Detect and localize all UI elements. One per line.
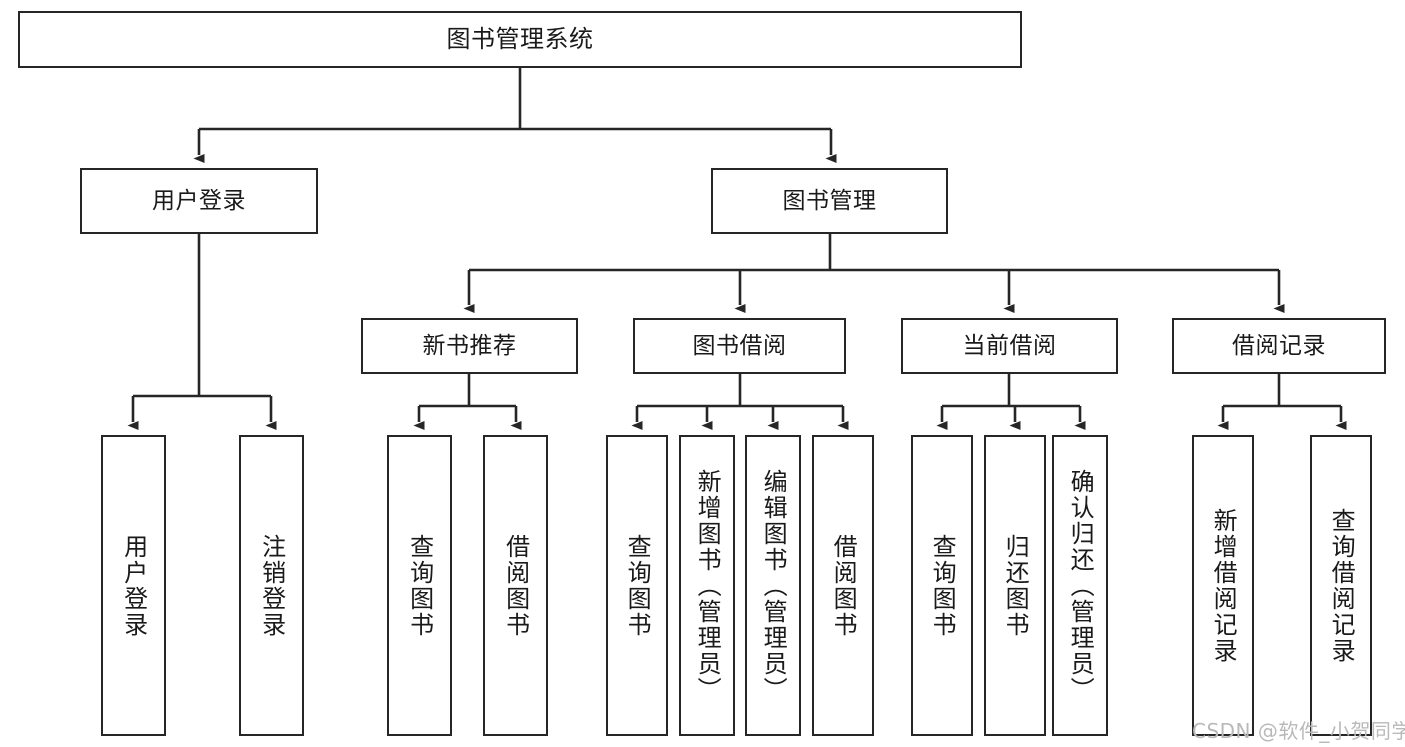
node-leaf-borrow-book-1[interactable]: 借阅图书 — [483, 435, 548, 736]
node-book-borrow[interactable]: 图书借阅 — [633, 318, 846, 374]
node-leaf-logout-label: 注销登录 — [257, 533, 286, 638]
node-leaf-query-book-3-label: 查询图书 — [928, 533, 957, 638]
csdn-watermark: CSDN @软件_小贺同学 — [1192, 719, 1405, 743]
node-leaf-query-book-3[interactable]: 查询图书 — [911, 435, 973, 736]
node-user-login-label: 用户登录 — [152, 187, 246, 214]
node-current-borrow[interactable]: 当前借阅 — [901, 318, 1118, 374]
node-root[interactable]: 图书管理系统 — [18, 11, 1022, 68]
node-leaf-confirm-return[interactable]: 确认归还（管理员） — [1052, 435, 1108, 736]
node-leaf-borrow-book-2-label: 借阅图书 — [829, 533, 858, 638]
node-book-manage-label: 图书管理 — [782, 187, 877, 214]
node-leaf-logout[interactable]: 注销登录 — [239, 435, 304, 736]
node-book-borrow-label: 图书借阅 — [692, 332, 787, 359]
node-leaf-confirm-return-label: 确认归还（管理员） — [1066, 468, 1095, 703]
node-leaf-borrow-book-2[interactable]: 借阅图书 — [812, 435, 874, 736]
node-book-manage[interactable]: 图书管理 — [711, 168, 948, 234]
node-leaf-query-book-2-label: 查询图书 — [623, 533, 652, 638]
node-leaf-query-book-1-label: 查询图书 — [405, 533, 434, 638]
node-new-book-recommend[interactable]: 新书推荐 — [361, 318, 578, 374]
node-leaf-add-book[interactable]: 新增图书（管理员） — [679, 435, 735, 736]
node-root-label: 图书管理系统 — [446, 24, 594, 53]
node-leaf-return-book-label: 归还图书 — [1001, 533, 1030, 638]
node-leaf-query-record-label: 查询借阅记录 — [1327, 507, 1356, 664]
node-leaf-borrow-book-1-label: 借阅图书 — [501, 533, 530, 638]
node-leaf-query-book-1[interactable]: 查询图书 — [387, 435, 452, 736]
node-new-book-recommend-label: 新书推荐 — [422, 332, 517, 359]
node-leaf-edit-book[interactable]: 编辑图书（管理员） — [745, 435, 801, 736]
node-leaf-return-book[interactable]: 归还图书 — [984, 435, 1046, 736]
node-leaf-user-login[interactable]: 用户登录 — [101, 435, 166, 736]
node-user-login[interactable]: 用户登录 — [80, 168, 318, 234]
node-leaf-edit-book-label: 编辑图书（管理员） — [759, 468, 788, 703]
node-current-borrow-label: 当前借阅 — [962, 332, 1057, 359]
node-leaf-add-book-label: 新增图书（管理员） — [693, 468, 722, 703]
node-borrow-record[interactable]: 借阅记录 — [1172, 318, 1386, 374]
node-leaf-add-record-label: 新增借阅记录 — [1209, 507, 1238, 664]
node-leaf-query-record[interactable]: 查询借阅记录 — [1310, 435, 1372, 736]
node-leaf-user-login-label: 用户登录 — [119, 533, 148, 638]
node-borrow-record-label: 借阅记录 — [1232, 332, 1326, 359]
node-leaf-add-record[interactable]: 新增借阅记录 — [1192, 435, 1254, 736]
node-leaf-query-book-2[interactable]: 查询图书 — [606, 435, 668, 736]
